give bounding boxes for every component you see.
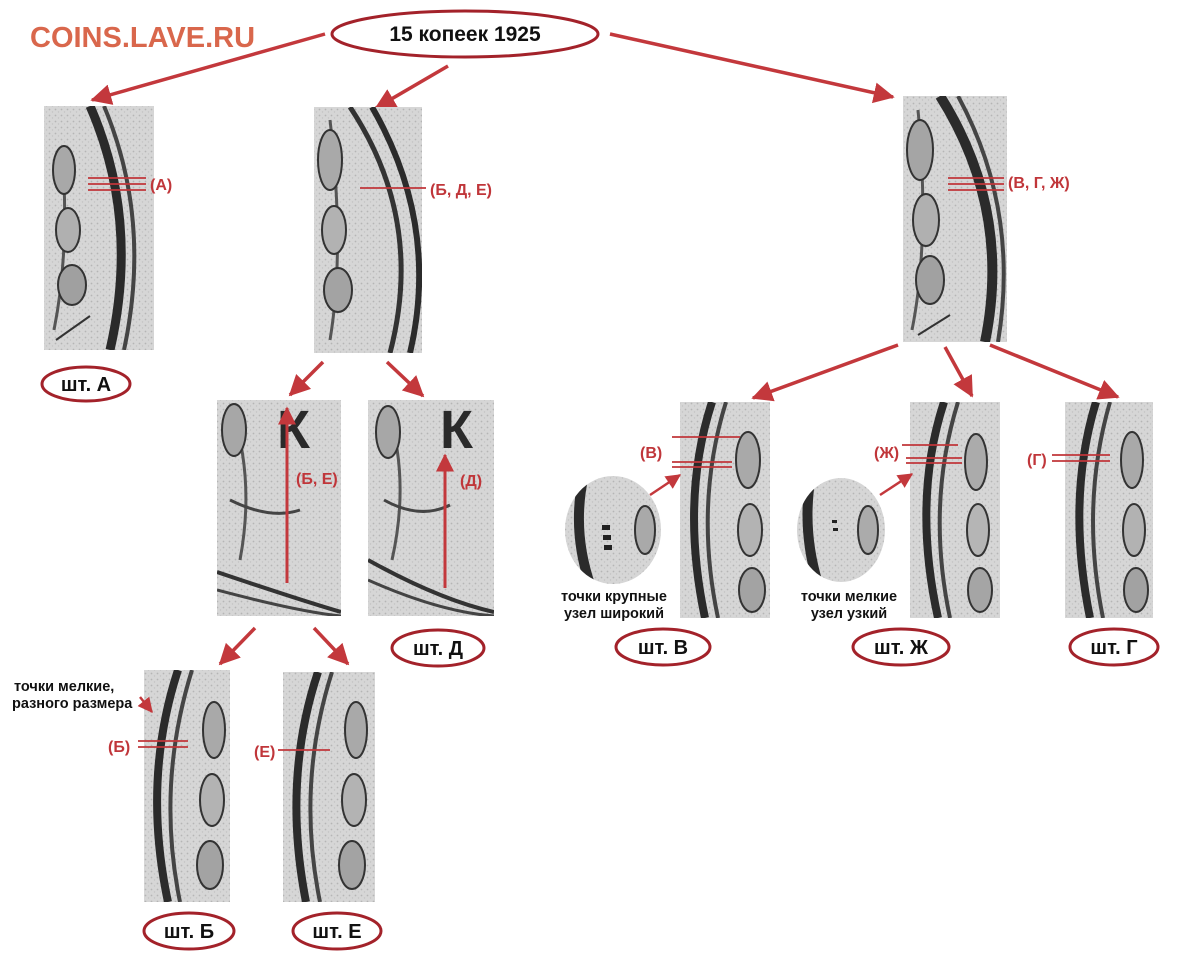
letter-k-be: К [277,400,311,460]
die-label-b: шт. Б [142,911,236,951]
arrow-title-to-a [90,32,326,105]
arrow-be-to-e [312,626,350,666]
arrow-vgzh-to-v [751,343,899,402]
mark-bde: (Б, Д, Е) [430,182,492,199]
zoom-arrow-v [649,473,682,497]
coin-detail-d: К [368,400,494,616]
note-b-line2: разного размера [12,696,133,712]
mark-vgzh: (В, Г, Ж) [1008,175,1070,192]
arrow-be-to-b [218,626,257,666]
coin-detail-a [44,106,154,350]
die-label-v-text: шт. В [638,637,688,659]
watermark: COINS.LAVE.RU [30,22,255,54]
mark-be: (Б, Е) [296,471,338,488]
note-zh-line2: узел узкий [811,606,887,622]
title-ellipse [330,9,600,59]
die-label-g: шт. Г [1068,627,1160,667]
die-label-v: шт. В [614,627,712,667]
title-node: 15 копеек 1925 [330,9,600,59]
zoom-arrow-zh [879,472,914,497]
title: 15 копеек 1925 [389,23,541,46]
coin-detail-be: К [217,400,341,616]
mark-zh: (Ж) [874,445,899,462]
coin-detail-v [680,402,770,618]
note-v-line1: точки крупные [561,589,667,605]
letter-k-d: К [440,400,474,460]
mark-e: (Е) [254,744,275,761]
arrow-vgzh-to-g [989,343,1120,400]
note-zh-line1: точки мелкие [801,589,897,605]
die-label-a: шт. А [40,365,132,403]
arrow-title-to-bde [374,64,449,110]
zoom-circle-zh [797,478,885,582]
zoom-circle-v [565,476,661,584]
arrow-bde-to-be [288,360,325,397]
die-label-d: шт. Д [390,628,486,668]
die-label-a-text: шт. А [61,374,111,396]
mark-v: (В) [640,445,662,462]
coin-detail-zh [910,402,1000,618]
coin-detail-bde [314,107,422,353]
mark-a: (А) [150,177,172,194]
coin-detail-vgzh [903,96,1007,342]
arrow-vgzh-to-zh [943,346,974,398]
die-label-zh: шт. Ж [851,627,951,667]
die-label-zh-text: шт. Ж [874,637,929,659]
note-v-line2: узел широкий [564,606,664,622]
coin-detail-e [283,672,375,902]
mark-g: (Г) [1027,452,1047,469]
die-label-e-text: шт. Е [312,921,361,943]
coin-detail-b [144,670,230,902]
coin-detail-g [1065,402,1153,618]
arrow-title-to-vgzh [609,32,895,104]
tree-arrows [90,32,1120,666]
pointer-lines [88,177,1110,751]
mark-d: (Д) [460,473,482,490]
arrow-bde-to-d [385,360,425,398]
die-label-b-text: шт. Б [164,921,214,943]
die-label-e: шт. Е [291,911,383,951]
die-label-g-text: шт. Г [1090,637,1137,659]
note-b-line1: точки мелкие, [14,679,114,695]
mark-b: (Б) [108,739,130,756]
die-label-d-text: шт. Д [413,638,463,660]
note-arrow-b [137,696,153,713]
